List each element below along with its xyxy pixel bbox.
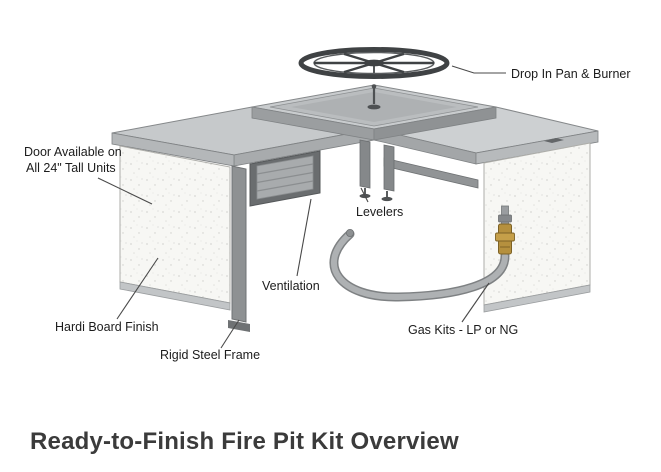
ring-hub [364,59,384,67]
callout-label: All 24" Tall Units [26,161,116,175]
callout-label: Hardi Board Finish [55,320,159,334]
hardi-board-panel-right [483,142,591,313]
callout-label: Rigid Steel Frame [160,348,260,362]
callout-label: Gas Kits - LP or NG [408,323,518,337]
callout-levelers: Levelers [356,187,403,219]
leader-line [97,177,153,205]
burner-stem-cap [371,84,377,89]
leader-line [116,257,159,320]
left-panel-base-strip [119,281,231,311]
steel-frame [228,139,479,332]
right-countertop [373,106,599,165]
gas-flex-line [330,231,508,301]
vent-slat [256,180,314,192]
burner-ring [298,47,450,79]
callout-rigid-steel-frame: Rigid Steel Frame [160,319,260,362]
gas-kit [329,205,515,302]
callout-ventilation: Ventilation [262,198,320,293]
counter-access-plate [544,138,564,143]
frame-post-left [231,165,247,323]
gas-pipe-nut [498,214,512,223]
leader-line [296,198,312,277]
callout-hardi-board: Hardi Board Finish [55,257,159,334]
callout-label: Ventilation [262,279,320,293]
callout-label: Levelers [356,205,403,219]
callout-drop-in-pan: Drop In Pan & Burner [451,65,631,81]
vent-slat [256,171,314,184]
frame-post-corner-1 [359,139,371,189]
gas-line-nut [345,228,354,237]
callout-label: Drop In Pan & Burner [511,67,631,81]
left-panel-face [119,145,231,304]
frame-post-left-foot [228,320,250,332]
leader-line [220,319,240,349]
brass-valve-collar [495,232,515,242]
leveler-foot [381,196,393,202]
drop-in-pan [251,84,497,141]
callout-gas-kits: Gas Kits - LP or NG [408,282,518,337]
leader-line [360,187,369,203]
callout-door-available: Door Available on All 24" Tall Units [24,145,153,205]
leader-line [451,65,506,74]
pan-edge-right [373,106,497,141]
frame-post-corner-2 [383,144,395,192]
right-panel-base-strip [483,284,591,313]
vent-slat [256,163,314,175]
hardi-board-panel-left [119,145,231,311]
ventilation-grille [249,150,321,207]
callout-label: Door Available on [24,145,122,159]
leader-line [461,282,490,323]
pan-burner-hole [367,104,381,110]
frame-rail-right [383,157,479,189]
ring-outer [298,47,450,79]
page-title: Ready-to-Finish Fire Pit Kit Overview [30,428,459,455]
